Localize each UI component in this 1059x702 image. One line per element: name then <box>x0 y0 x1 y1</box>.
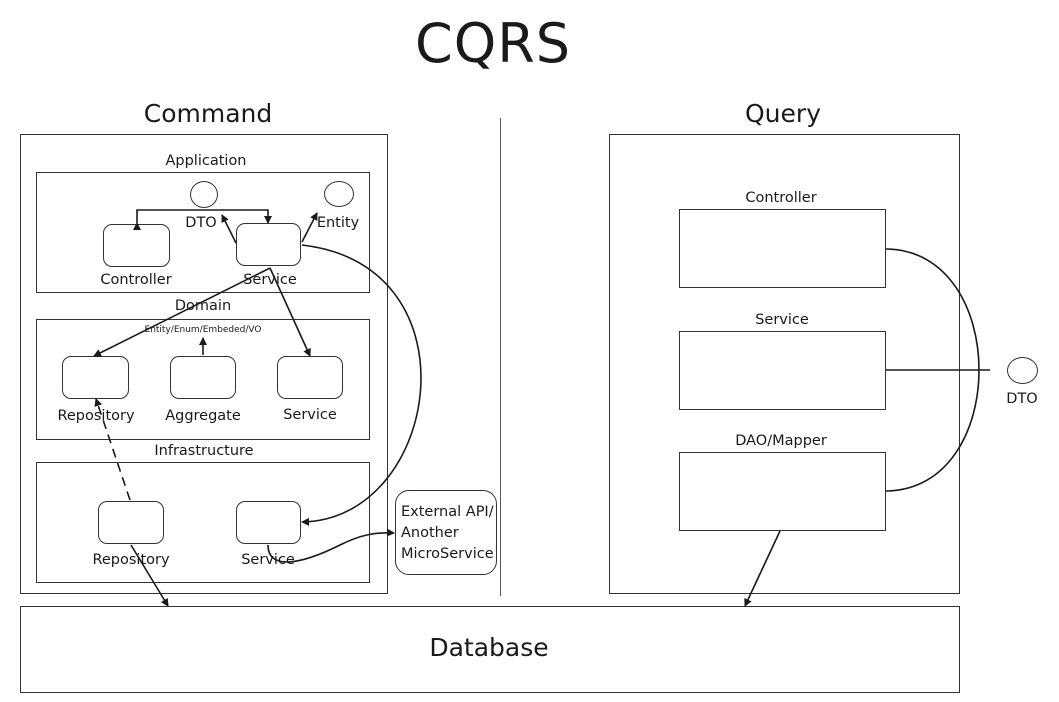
query-controller-label: Controller <box>745 190 817 206</box>
query-controller-node <box>679 209 886 288</box>
domain-layer-label: Domain <box>174 298 232 314</box>
dto-label: DTO <box>185 215 217 231</box>
diagram-title: CQRS <box>414 12 572 75</box>
external-api-label: External API/ Another MicroService <box>401 502 494 565</box>
app-controller-node <box>103 224 170 267</box>
database-node <box>20 606 960 693</box>
app-controller-label: Controller <box>100 272 172 288</box>
app-service-node <box>236 223 301 266</box>
domain-types-label: Entity/Enum/Embeded/VO <box>144 325 262 335</box>
external-line-1: External API/ <box>401 504 494 520</box>
domain-repository-label: Repository <box>57 408 135 424</box>
query-dto-label: DTO <box>1006 391 1038 407</box>
dto-node <box>190 181 218 208</box>
entity-node <box>324 181 354 207</box>
query-dto-node <box>1007 357 1038 384</box>
aggregate-label: Aggregate <box>165 408 241 424</box>
query-dao-node <box>679 452 886 531</box>
entity-label: Entity <box>316 215 360 231</box>
query-dao-label: DAO/Mapper <box>735 433 827 449</box>
domain-service-node <box>277 356 343 399</box>
infra-service-node <box>236 501 301 544</box>
query-service-node <box>679 331 886 410</box>
database-label: Database <box>429 633 549 662</box>
external-line-2: Another <box>401 525 459 541</box>
aggregate-node <box>170 356 236 399</box>
command-title: Command <box>143 99 273 128</box>
infrastructure-layer <box>36 462 370 583</box>
app-service-label: Service <box>243 272 297 288</box>
domain-repository-node <box>62 356 129 399</box>
external-line-3: MicroService <box>401 546 494 562</box>
application-layer-label: Application <box>165 153 247 169</box>
domain-service-label: Service <box>283 407 337 423</box>
column-divider <box>500 118 501 596</box>
query-title: Query <box>745 99 821 128</box>
infra-service-label: Service <box>241 552 295 568</box>
query-service-label: Service <box>755 312 809 328</box>
infrastructure-layer-label: Infrastructure <box>154 443 254 459</box>
infra-repository-node <box>98 501 164 544</box>
infra-repository-label: Repository <box>92 552 170 568</box>
